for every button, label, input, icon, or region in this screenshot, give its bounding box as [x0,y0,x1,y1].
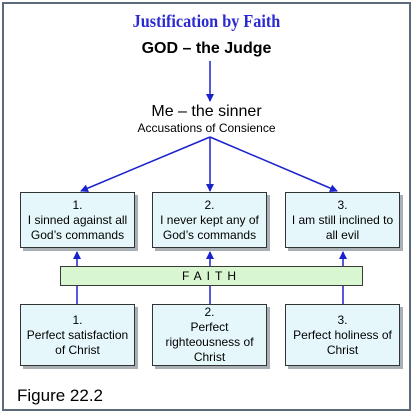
accusation-2-line2: God’s commands [162,227,257,242]
arrow-me-to-accusation-1 [80,136,211,192]
christ-2-line2: righteousness of [165,335,254,349]
christ-2-line3: Christ [193,350,226,364]
christ-2-number: 2. [204,305,215,319]
christ-1-line1: Perfect satisfaction [26,327,129,342]
christ-3-number: 3. [337,312,348,327]
christ-2-line1: Perfect [190,320,229,334]
accusation-2-number: 2. [204,197,215,212]
accusation-3-line1: I am still inclined to [291,212,394,227]
christ-1-line2: of Christ [55,342,100,357]
accusation-box-2: 2. I never kept any of God’s commands [152,192,267,248]
christ-box-3: 3. Perfect holiness of Christ [285,304,400,366]
accusations-label: Accusations of Consience [137,121,276,135]
accusation-3-number: 3. [337,197,348,212]
diagram-title: Justification by Faith [132,11,281,31]
accusation-box-3: 3. I am still inclined to all evil [285,192,400,248]
god-label: GOD – the Judge [141,40,272,57]
accusation-1-line2: God’s commands [30,227,125,242]
accusation-2-line1: I never kept any of [160,212,259,227]
christ-1-number: 1. [72,312,83,327]
faith-bar: FAITH [60,266,363,286]
christ-box-2: 2. Perfect righteousness of Christ [152,304,267,366]
sinner-label: Me – the sinner [151,103,262,120]
christ-box-1: 1. Perfect satisfaction of Christ [20,304,135,366]
diagram-canvas: Justification by Faith GOD – the Judge M… [2,2,411,411]
accusation-1-line1: I sinned against all [27,212,128,227]
christ-3-line1: Perfect holiness of [293,327,392,342]
accusation-3-line2: all evil [325,227,360,242]
arrow-me-to-accusation-3 [209,136,338,192]
christ-3-line2: Christ [326,342,359,357]
accusation-1-number: 1. [72,197,83,212]
accusation-box-1: 1. I sinned against all God’s commands [20,192,135,248]
figure-caption: Figure 22.2 [17,386,103,405]
